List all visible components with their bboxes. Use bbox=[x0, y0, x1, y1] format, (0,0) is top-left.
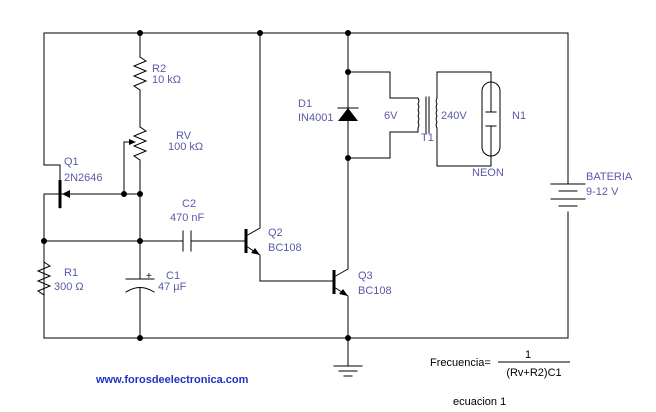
rv-wiper bbox=[123, 139, 136, 195]
t1-primary-wire bbox=[347, 71, 391, 159]
c2-capacitor bbox=[182, 230, 192, 252]
t1-secondary-label: 240V bbox=[441, 110, 467, 122]
r1-resistor bbox=[36, 261, 52, 296]
neon-lamp bbox=[481, 81, 501, 157]
q1-part: 2N2646 bbox=[64, 172, 103, 184]
r1-ref: R1 bbox=[64, 267, 78, 279]
d1-diode bbox=[337, 107, 359, 121]
d1-part: IN4001 bbox=[298, 112, 333, 124]
rv-resistor bbox=[132, 126, 148, 161]
c1-value: 47 µF bbox=[158, 281, 187, 293]
battery-value: 9-12 V bbox=[586, 186, 619, 198]
r2-value: 10 kΩ bbox=[152, 74, 181, 86]
t1-core bbox=[425, 96, 430, 134]
c1-ref: C1 bbox=[166, 270, 180, 282]
q3-part: BC108 bbox=[358, 285, 392, 297]
equation-denominator: (Rv+R2)C1 bbox=[506, 367, 561, 379]
battery-symbol bbox=[550, 183, 586, 207]
r2-resistor bbox=[132, 56, 148, 91]
equation-numerator: 1 bbox=[525, 349, 531, 361]
q1-ref: Q1 bbox=[64, 156, 79, 168]
c2-value: 470 nF bbox=[170, 212, 205, 224]
q3-transistor bbox=[332, 32, 349, 367]
d1-ref: D1 bbox=[298, 98, 312, 110]
c1-capacitor bbox=[125, 271, 155, 339]
r1-value: 300 Ω bbox=[54, 281, 84, 293]
q3-ref: Q3 bbox=[358, 270, 373, 282]
t1-primary-label: 6V bbox=[384, 110, 398, 122]
c1-polarity: + bbox=[146, 271, 152, 282]
t1-primary-coil bbox=[389, 97, 420, 133]
battery-name: BATERIA bbox=[586, 171, 633, 183]
rv-ref: RV bbox=[176, 130, 192, 142]
ground-symbol bbox=[333, 365, 363, 377]
q1-ujt-symbol bbox=[43, 180, 141, 339]
q2-part: BC108 bbox=[268, 242, 302, 254]
c2-ref: C2 bbox=[182, 198, 196, 210]
r2-ref: R2 bbox=[152, 63, 166, 75]
n1-ref: N1 bbox=[512, 110, 526, 122]
equation-lhs: Frecuencia= bbox=[430, 357, 491, 369]
q2-ref: Q2 bbox=[268, 227, 283, 239]
junction-dots bbox=[41, 30, 351, 341]
website-link[interactable]: www.forosdeelectronica.com bbox=[95, 374, 249, 386]
t1-secondary-coil bbox=[435, 71, 492, 167]
q1-b2-wire bbox=[43, 32, 61, 181]
t1-ref: T1 bbox=[421, 132, 434, 144]
neon-label: NEON bbox=[472, 167, 504, 179]
equation-caption: ecuacion 1 bbox=[453, 396, 506, 408]
rv-value: 100 kΩ bbox=[168, 141, 203, 153]
q2-transistor bbox=[244, 32, 335, 282]
